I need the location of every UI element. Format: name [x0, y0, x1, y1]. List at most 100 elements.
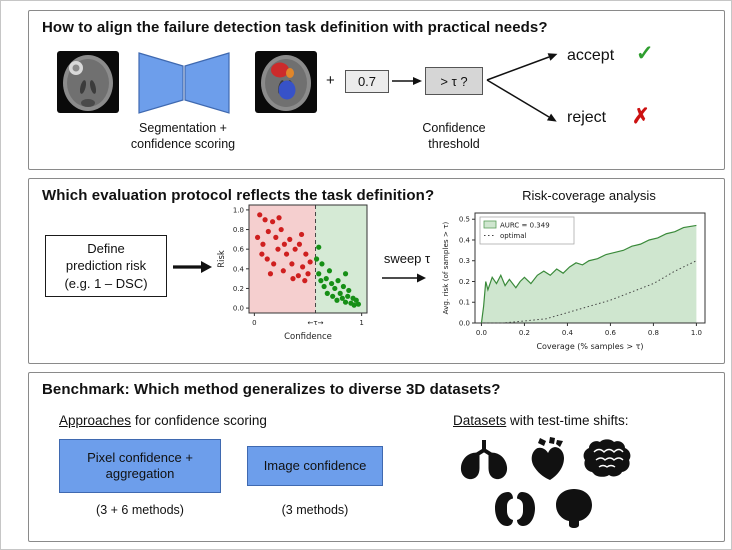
y-tick-label: 0.5 — [459, 216, 470, 224]
approaches-heading: Approaches for confidence scoring — [59, 413, 267, 428]
legend-aurc-patch — [483, 220, 497, 229]
scatter-point — [323, 276, 329, 282]
brain-icon — [583, 439, 631, 477]
x-tick-label: 0.0 — [476, 329, 487, 337]
scatter-point — [355, 301, 362, 307]
pixel-confidence-caption: (3 + 6 methods) — [96, 503, 184, 517]
reject-cross-icon: ✗ — [632, 105, 650, 128]
accept-label: accept — [567, 47, 615, 64]
segmentation-caption: Segmentation + confidence scoring — [130, 121, 236, 151]
scatter-point — [257, 212, 263, 218]
x-axis-label: Coverage (% samples > τ) — [536, 342, 643, 351]
scatter-point — [262, 217, 268, 223]
reject-label: reject — [567, 109, 607, 126]
scatter-point — [345, 293, 351, 299]
scatter-point — [321, 283, 327, 290]
scatter-point — [319, 261, 325, 267]
y-tick-label: 0.6 — [233, 246, 245, 254]
image-confidence-box: Image confidence — [247, 446, 383, 486]
risk-coverage-chart-title: Risk-coverage analysis — [522, 188, 656, 203]
scatter-point — [330, 293, 336, 299]
x-tick-label: 0.8 — [648, 329, 659, 337]
scatter-point — [295, 273, 301, 279]
panel3-title: Benchmark: Which method generalizes to d… — [42, 381, 501, 398]
approaches-word: Approaches — [59, 413, 132, 428]
sweep-tau-label: sweep τ — [383, 251, 431, 266]
scatter-point — [296, 241, 303, 247]
scatter-point — [324, 290, 330, 296]
y-tick-label: 1.0 — [233, 206, 244, 214]
scatter-point — [353, 297, 359, 303]
scatter-point — [280, 268, 286, 274]
scatter-point — [335, 278, 341, 284]
y-tick-label: 0.2 — [459, 278, 470, 286]
scatter-point — [318, 278, 324, 284]
arrow-score-to-threshold — [392, 77, 422, 85]
scatter-point — [326, 268, 333, 274]
bladder-icon — [556, 489, 592, 528]
y-tick-label: 0.4 — [459, 236, 471, 244]
scatter-point — [346, 287, 352, 294]
scatter-point — [342, 299, 349, 305]
region-shade — [249, 205, 316, 313]
legend-aurc-label: AURC = 0.349 — [500, 222, 550, 230]
scatter-point — [332, 285, 338, 292]
scatter-point — [275, 246, 281, 252]
y-tick-label: 0.2 — [233, 285, 244, 293]
scatter-point — [316, 244, 322, 250]
segmentation-orange-region — [286, 68, 294, 78]
scatter-point — [259, 251, 265, 257]
risk-coverage-curve — [480, 224, 697, 324]
y-tick-label: 0.8 — [233, 226, 244, 234]
scatter-point — [303, 251, 309, 257]
x-tick-label: 1.0 — [691, 329, 702, 337]
scatter-point — [276, 215, 282, 221]
panel2-title: Which evaluation protocol reflects the t… — [42, 187, 435, 204]
scatter-point — [271, 261, 277, 267]
y-axis-label: Risk — [217, 250, 227, 268]
brain-mri-input-image — [57, 51, 119, 113]
arrow-sweep-to-risk-coverage — [382, 273, 426, 283]
kidneys-icon — [495, 492, 535, 526]
y-tick-label: 0.3 — [459, 257, 470, 265]
lungs-icon — [460, 440, 508, 480]
scatter-point — [316, 271, 322, 277]
aurc-area-fill — [481, 225, 697, 323]
pixel-confidence-box: Pixel confidence + aggregation — [59, 439, 221, 493]
plot-frame — [474, 212, 706, 324]
panel1-title: How to align the failure detection task … — [42, 19, 548, 36]
segmentation-red-region — [271, 62, 289, 78]
scatter-point — [329, 280, 335, 287]
x-axis-label: Confidence — [284, 332, 332, 342]
y-tick-label: 0.0 — [233, 305, 244, 313]
scatter-point — [264, 256, 270, 262]
optimal-curve — [481, 260, 697, 324]
scatter-point — [351, 302, 357, 308]
segmentation-network-icon — [138, 52, 230, 114]
image-confidence-caption: (3 methods) — [281, 503, 349, 517]
scatter-point — [265, 228, 271, 235]
scatter-point — [273, 234, 279, 240]
panel-evaluation-protocol: Which evaluation protocol reflects the t… — [28, 178, 725, 364]
y-tick-label: 0.4 — [233, 265, 245, 273]
heart-icon — [531, 437, 564, 480]
scatter-point — [302, 278, 308, 284]
confidence-score-box: 0.7 — [345, 70, 389, 93]
brain-mri-segmented-image — [255, 51, 317, 113]
threshold-caption: Confidence threshold — [422, 121, 486, 151]
scatter-point — [337, 290, 343, 296]
y-tick-label: 0.1 — [459, 299, 470, 307]
datasets-heading: Datasets with test-time shifts: — [453, 413, 629, 428]
scatter-point — [292, 246, 298, 252]
plot-frame — [248, 204, 368, 314]
tau-marker: ←τ→ — [308, 319, 324, 327]
arrow-to-scatter — [173, 261, 212, 273]
scatter-point — [340, 283, 346, 290]
scatter-point — [287, 236, 293, 242]
define-risk-box: Define prediction risk (e.g. 1 – DSC) — [45, 235, 167, 297]
scatter-point — [267, 271, 274, 277]
threshold-decision-box: > τ ? — [425, 67, 483, 95]
scatter-point — [339, 295, 345, 301]
